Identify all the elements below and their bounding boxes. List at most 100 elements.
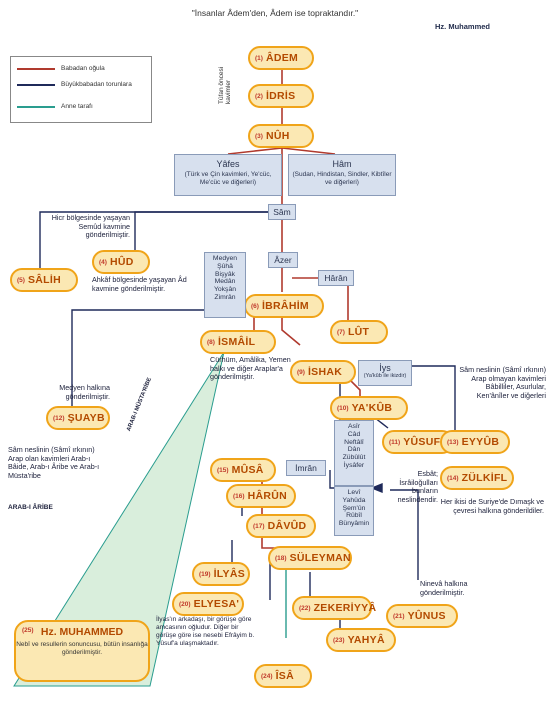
son-name: Dân xyxy=(347,446,361,454)
son-name: Şem'ûn xyxy=(342,504,366,512)
legend-swatch-teal xyxy=(17,105,55,108)
node-elyesa: (20)ELYESA' xyxy=(172,592,244,616)
node-number: (19) xyxy=(199,570,211,578)
node-davud: (17)DÂVÛD xyxy=(246,514,316,538)
note-sam-araplar: Sâm neslinin (Sâmî ırkının) Arap olan ka… xyxy=(8,445,100,480)
node-name: İLYÂS xyxy=(213,568,246,580)
node-number: (14) xyxy=(447,474,459,482)
note-ninova: Ninevâ halkına gönderilmiştir. xyxy=(420,579,468,597)
son-name: Asîr xyxy=(347,423,361,430)
node-yahya: (23)YAHYÂ xyxy=(326,628,396,652)
node-ilyas: (19)İLYÂS xyxy=(192,562,250,586)
node-isa: (24)ÎSÂ xyxy=(254,664,312,688)
box-title: Hâm xyxy=(332,159,352,169)
note-cur: Cürhüm, Amâlika, Yemen halkı ve diğer Ar… xyxy=(210,355,291,382)
node-name: SÂLİH xyxy=(27,274,61,286)
box-yakub-sons-top: Asîr Câd Neftâlî Dân Zübûlût İysâfer xyxy=(334,420,374,486)
node-number: (11) xyxy=(389,438,401,446)
node-name: Hz. MUHAMMED xyxy=(40,626,124,638)
son-name: Levî xyxy=(347,489,361,496)
node-lut: (7)LÛT xyxy=(330,320,388,344)
node-yunus: (21)YÛNUS xyxy=(386,604,458,628)
node-name: ÂDEM xyxy=(265,52,299,64)
note-suriye: Her ikisi de Suriye'de Dımaşk ve çevresi… xyxy=(440,497,544,515)
legend-item-father: Babadan oğula xyxy=(17,65,105,72)
node-salih: (5)SÂLİH xyxy=(10,268,78,292)
node-number: (18) xyxy=(275,554,287,562)
node-name: İBRÂHİM xyxy=(261,300,309,312)
node-name: İSMÂİL xyxy=(217,336,256,348)
node-name: İDRİS xyxy=(265,90,296,102)
son-name: Medân xyxy=(214,278,236,286)
box-iys: İys (Ya'kûb ile ikizdir) xyxy=(358,360,412,386)
node-hud: (4)HÛD xyxy=(92,250,150,274)
node-musa: (15)MÛSÂ xyxy=(210,458,276,482)
legend-label: Büyükbabadan torunlara xyxy=(61,81,132,88)
node-ishak: (9)İSHAK xyxy=(290,360,356,384)
node-name: ZEKERİYYÂ xyxy=(313,602,377,614)
node-number: (6) xyxy=(251,302,259,310)
node-name: MÛSÂ xyxy=(231,464,264,476)
node-ibrahim: (6)İBRÂHİM xyxy=(244,294,324,318)
note-medyen: Medyen halkına gönderilmiştir. xyxy=(59,383,110,401)
box-yafes: Yâfes (Türk ve Çin kavimleri, Ye'cüc, Me… xyxy=(174,154,282,196)
node-eyyub: (13)EYYÛB xyxy=(440,430,510,454)
node-name: YÛNUS xyxy=(407,610,446,622)
node-number: (8) xyxy=(207,338,215,346)
node-name: SÜLEYMAN xyxy=(289,552,351,564)
node-name: YAHYÂ xyxy=(347,634,385,646)
node-number: (12) xyxy=(53,414,65,422)
son-name: Bişyâk xyxy=(214,270,236,278)
node-name: DÂVÛD xyxy=(267,520,307,532)
legend-item-grandfather: Büyükbabadan torunlara xyxy=(17,81,141,88)
son-name: Rûbîl xyxy=(346,512,362,520)
node-number: (13) xyxy=(447,438,459,446)
box-imran: İmrân xyxy=(286,460,326,476)
node-name: EYYÛB xyxy=(461,436,500,448)
node-ismail: (8)İSMÂİL xyxy=(200,330,276,354)
legend-swatch-red xyxy=(17,67,55,70)
node-harun: (16)HÂRÛN xyxy=(226,484,296,508)
son-name: Medyen xyxy=(212,255,238,262)
box-subtitle: (Sudan, Hindistan, Sindler, Kibtîler ve … xyxy=(292,171,392,186)
node-number: (7) xyxy=(337,328,345,336)
node-name: ELYESA' xyxy=(193,598,240,610)
header-quote: "İnsanlar Âdem'den, Âdem ise topraktandı… xyxy=(191,8,359,18)
node-number: (9) xyxy=(297,368,305,376)
legend-label: Anne tarafı xyxy=(61,103,93,110)
node-number: (17) xyxy=(253,522,265,530)
note-esbat: Esbât; İsrâiloğulları bunların neslinden… xyxy=(397,469,438,504)
son-name: Câd xyxy=(347,430,361,438)
node-adem: (1)ÂDEM xyxy=(248,46,314,70)
box-title: İys xyxy=(379,363,391,373)
node-suleyman: (18)SÜLEYMAN xyxy=(268,546,352,570)
node-number: (24) xyxy=(261,672,273,680)
node-muhammed: (25) Hz. MUHAMMED Nebî ve resullerin son… xyxy=(14,620,150,682)
box-subtitle: (Türk ve Çin kavimleri, Ye'cüc, Me'cüc v… xyxy=(184,171,272,186)
node-name: ZÜLKİFL xyxy=(461,472,508,484)
legend-label: Babadan oğula xyxy=(61,65,105,72)
note-ilyas: İlyas'ın arkadaşı, bir görüşe göre amcas… xyxy=(156,616,255,647)
son-name: Şûhâ xyxy=(217,262,233,270)
son-name: Yahûda xyxy=(342,496,366,504)
son-name: Yokşân xyxy=(213,286,237,294)
node-number: (22) xyxy=(299,604,311,612)
node-subtitle: Nebî ve resullerin sonuncusu, bütün insa… xyxy=(16,641,148,656)
box-sam: Sâm xyxy=(268,204,296,220)
note-hicr: Hicr bölgesinde yaşayan Semûd kavmine gö… xyxy=(51,213,130,240)
node-name: ÎSÂ xyxy=(275,670,294,682)
node-number: (5) xyxy=(17,276,25,284)
node-name: NÛH xyxy=(265,130,290,142)
node-number: (4) xyxy=(99,258,107,266)
node-number: (21) xyxy=(393,612,405,620)
node-number: (3) xyxy=(255,132,263,140)
node-number: (1) xyxy=(255,54,263,62)
son-name: Zimrân xyxy=(214,294,236,302)
node-idris: (2)İDRİS xyxy=(248,84,314,108)
box-haran: Hârân xyxy=(318,270,354,286)
box-yakub-sons-bottom: Levî Yahûda Şem'ûn Rûbîl Bünyâmin xyxy=(334,486,374,536)
box-ham: Hâm (Sudan, Hindistan, Sindler, Kibtîler… xyxy=(288,154,396,196)
son-name: Neftâlî xyxy=(344,438,364,446)
node-zulkifl: (14)ZÜLKİFL xyxy=(440,466,514,490)
